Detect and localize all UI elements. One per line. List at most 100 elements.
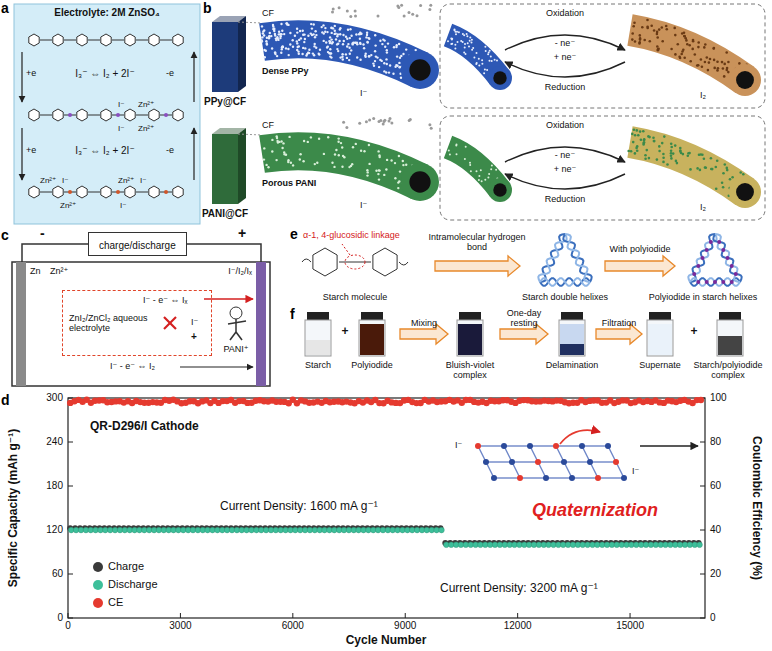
particle [713, 59, 716, 62]
tick [68, 613, 69, 618]
network-bond [538, 461, 564, 462]
tick [68, 486, 73, 487]
particle [331, 32, 333, 34]
tick-label: 60 [52, 568, 63, 580]
particle [299, 30, 301, 32]
particle [639, 38, 642, 41]
tick [292, 613, 293, 618]
particle [350, 35, 352, 37]
network-node [517, 475, 523, 481]
annotation: Oxidation [546, 8, 584, 18]
particle [364, 54, 366, 56]
particle [329, 36, 331, 38]
particle [281, 147, 283, 149]
network-bond [494, 477, 520, 478]
particle [261, 25, 263, 27]
particle [308, 52, 310, 54]
particle [632, 141, 635, 144]
particle [663, 135, 666, 138]
iodide-ion [400, 4, 403, 7]
particle [657, 49, 660, 52]
particle [478, 58, 480, 60]
particle [278, 33, 280, 35]
particle [330, 38, 332, 40]
chart-frame [68, 0, 772, 618]
particle [386, 159, 388, 161]
particle [339, 56, 341, 58]
tick-label: 3000 [169, 620, 191, 632]
particle [337, 141, 339, 143]
particle [666, 163, 669, 166]
particle [405, 48, 407, 50]
particle [359, 38, 361, 40]
particle [378, 169, 380, 171]
particle [476, 52, 478, 54]
particle [285, 47, 287, 49]
particle [481, 63, 483, 65]
polyiodide [701, 256, 705, 260]
particle [263, 34, 265, 36]
particle [697, 46, 700, 49]
panel-a-ground [193, 128, 194, 180]
particle [274, 34, 276, 36]
network-bond [572, 477, 598, 478]
annotation: Bluish-violet complex [430, 360, 510, 381]
annotation: CF [262, 8, 274, 18]
panel-b-frames [212, 22, 238, 92]
particle [456, 31, 458, 33]
annotation: I⁻ [455, 440, 462, 450]
particle [289, 43, 291, 45]
particle [348, 59, 350, 61]
particle [400, 77, 402, 79]
particle [722, 67, 725, 70]
network-bond [598, 477, 624, 478]
ring [373, 248, 397, 276]
network-node [569, 475, 575, 481]
particle [488, 52, 490, 54]
iodide-ion [377, 15, 380, 18]
box-label: I⁻ [62, 176, 68, 185]
tick-label: 180 [46, 480, 63, 492]
particle [703, 46, 706, 49]
particle [282, 142, 284, 144]
particle [366, 41, 368, 43]
particle [345, 36, 347, 38]
particle [467, 42, 469, 44]
particle [399, 66, 401, 68]
particle [294, 35, 296, 37]
panel-b-frames [505, 62, 625, 77]
coated-fiber [262, 151, 420, 182]
network-node [553, 443, 559, 449]
particle [631, 32, 634, 35]
box-label: ZnI₂/ZnCl₂ aqueous electrolyte [69, 313, 159, 334]
particle [311, 27, 313, 29]
particle [700, 58, 703, 61]
particle [379, 40, 381, 42]
polyiodide [721, 280, 725, 284]
particle [703, 158, 706, 161]
particle [363, 47, 365, 49]
particle [385, 58, 387, 60]
particle [275, 39, 277, 41]
network-node [501, 443, 507, 449]
leader-line [342, 244, 350, 255]
annotation: I⁻ - e⁻ ⇔ I₂ [110, 361, 155, 371]
box-label: Electrolyte: 2M ZnSO₄ [54, 7, 159, 19]
coated-fiber [262, 39, 420, 70]
particle [373, 65, 375, 67]
box-label: Zn²⁺ [40, 176, 56, 185]
particle [631, 38, 634, 41]
particle [398, 66, 400, 68]
particle [363, 150, 365, 152]
particle [662, 156, 665, 159]
particle [315, 34, 317, 36]
particle [307, 141, 309, 143]
particle [338, 40, 340, 42]
particle [374, 50, 376, 52]
iodide-ion [342, 121, 345, 124]
particle [271, 150, 273, 152]
particle [731, 176, 734, 179]
particle [454, 28, 456, 30]
particle [670, 146, 673, 149]
particle [359, 43, 361, 45]
